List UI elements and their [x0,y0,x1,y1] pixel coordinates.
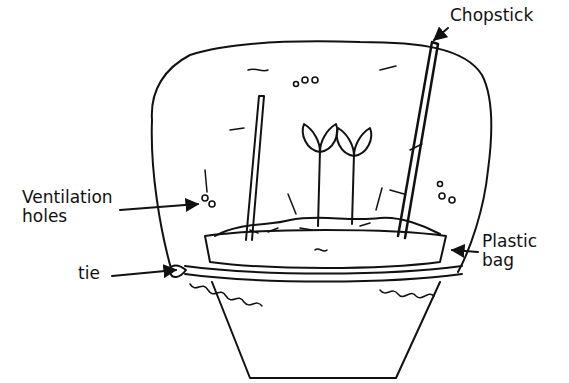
ventilation-hole [202,195,208,201]
ventilation-hole [302,77,308,83]
ventilation-hole [438,182,443,187]
tie [185,266,462,274]
leader-line [452,250,478,252]
seedling-leaf [303,124,320,152]
ventilation-hole [209,201,215,207]
ventilation-hole [294,82,299,87]
seedling-leaf [320,124,337,152]
seedling-sprout [288,188,382,214]
leader-line [112,270,176,276]
pot-body [212,282,440,378]
plastic-bag [152,41,492,272]
leader-line [434,28,448,40]
ventilation-hole [449,197,455,203]
seedling-stem [318,150,320,226]
leader-line [120,204,198,210]
pot-mark [315,249,327,251]
pot-rim [205,230,446,268]
seedling-leaf [354,128,371,156]
ventilation-hole [439,193,445,199]
chopstick [398,42,438,238]
part-label: tie [78,264,138,283]
ventilation-hole [312,77,318,83]
bag-crease [205,66,422,194]
chopstick [246,96,264,240]
seedling-stem [352,154,354,224]
part-label: Plastic bag [482,232,562,270]
soil [215,218,440,236]
tie [185,274,462,282]
part-label: Ventilation holes [22,188,122,226]
bag-gathers [190,284,434,306]
part-label: Chopstick [450,6,565,25]
seedling-leaf [337,128,354,156]
